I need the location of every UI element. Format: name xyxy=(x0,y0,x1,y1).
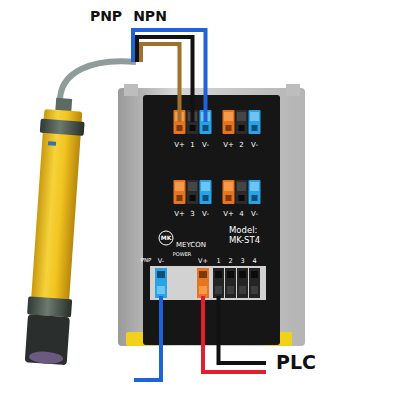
housing-tab xyxy=(286,84,300,96)
plc-label: PLC xyxy=(276,353,316,372)
terminal xyxy=(223,110,235,134)
terminal-label: V+ xyxy=(223,211,234,218)
terminal-label: V- xyxy=(251,211,258,218)
brand-name: MEYCON xyxy=(176,241,224,249)
brown-wire xyxy=(141,44,180,122)
sensor-wires xyxy=(133,30,206,122)
blue-wire xyxy=(134,296,161,380)
terminal xyxy=(155,268,167,298)
terminal xyxy=(187,110,199,134)
housing-tab xyxy=(124,84,138,96)
terminal xyxy=(200,180,212,204)
terminal-label: 3 xyxy=(240,258,244,265)
wire-type: NPN xyxy=(133,9,167,23)
blue-wire xyxy=(133,30,206,122)
terminal xyxy=(249,268,260,298)
photoelectric-sensor xyxy=(24,97,86,365)
sensor-nut xyxy=(40,119,85,136)
terminal-label: 4 xyxy=(239,211,243,218)
terminal-row xyxy=(174,110,261,134)
terminal xyxy=(249,180,261,204)
terminal-label: V+ xyxy=(223,142,234,149)
terminal-label: V- xyxy=(158,258,164,265)
terminal-label: 4 xyxy=(252,258,256,265)
terminal-label: V- xyxy=(202,211,209,218)
terminal-label: V+ xyxy=(198,258,208,265)
black-wire xyxy=(219,296,267,363)
terminal-label: 1 xyxy=(216,258,220,265)
terminal-label: 2 xyxy=(239,142,243,149)
terminal xyxy=(223,180,235,204)
terminal xyxy=(200,110,212,134)
terminal-label: 3 xyxy=(190,211,194,218)
terminal-label: V+ xyxy=(174,211,185,218)
terminal xyxy=(197,268,209,298)
sensor-head xyxy=(25,314,70,365)
terminal-label: V+ xyxy=(174,142,185,149)
sensor-lens xyxy=(29,351,64,365)
terminal-label: 2 xyxy=(228,258,232,265)
terminal-label: V- xyxy=(202,142,209,149)
sensor-nut xyxy=(27,296,72,317)
terminal-label: 1 xyxy=(190,142,194,149)
terminal xyxy=(236,110,248,134)
terminal xyxy=(225,268,236,298)
model-number: Model: MK-ST4 xyxy=(229,226,275,246)
connector-housing xyxy=(150,266,266,300)
terminal xyxy=(174,110,186,134)
terminal-row xyxy=(174,180,261,204)
terminal xyxy=(213,268,224,298)
sensor-body xyxy=(30,109,82,316)
terminal xyxy=(174,180,186,204)
supply-wires xyxy=(134,296,266,380)
terminal-label: V- xyxy=(251,142,258,149)
power-connector xyxy=(155,268,260,298)
terminal-module: MEYCON Model: MK-ST4 xyxy=(143,95,280,345)
power-label: POWER xyxy=(173,252,192,257)
brand-logo-text: MK xyxy=(161,235,172,241)
wire-type: PNP xyxy=(90,9,122,23)
terminal xyxy=(236,180,248,204)
terminal xyxy=(249,110,261,134)
red-wire xyxy=(203,296,266,372)
mode-label: PNP xyxy=(141,258,152,264)
brand-logo xyxy=(159,231,173,245)
sensor-led xyxy=(48,141,56,146)
din-rail-housing xyxy=(118,88,305,346)
terminal xyxy=(187,180,199,204)
terminal xyxy=(237,268,248,298)
black-wire xyxy=(137,37,193,122)
